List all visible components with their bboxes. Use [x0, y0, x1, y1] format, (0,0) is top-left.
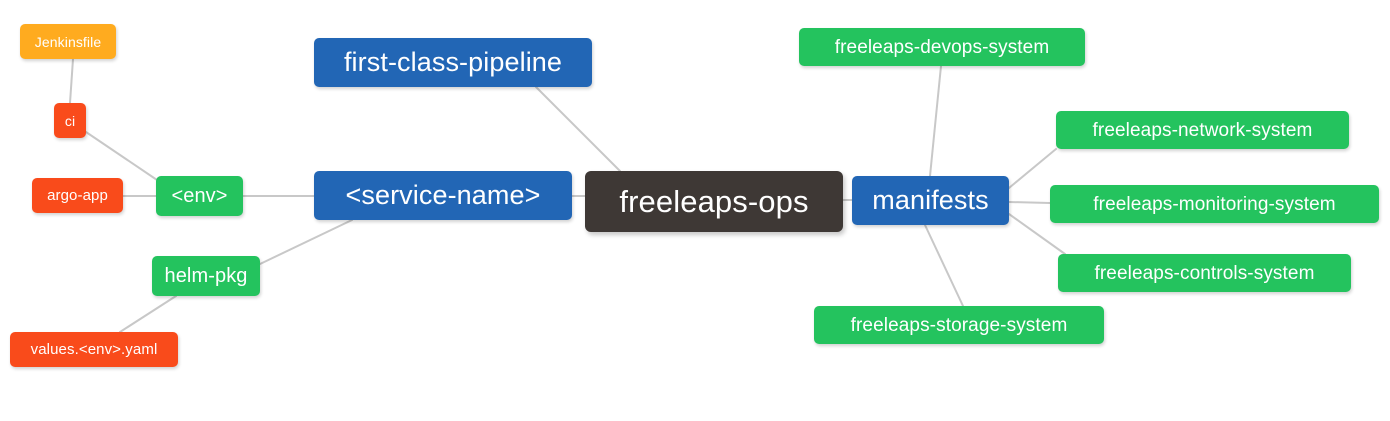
node-freeleaps-network-system[interactable]: freeleaps-network-system — [1056, 111, 1349, 149]
node-env[interactable]: <env> — [156, 176, 243, 216]
node-label: argo-app — [47, 187, 108, 204]
node-values-yaml[interactable]: values.<env>.yaml — [10, 332, 178, 367]
node-service-name[interactable]: <service-name> — [314, 171, 572, 220]
edge-manifests-to-freeleaps-network-system — [1008, 148, 1057, 189]
node-label: freeleaps-storage-system — [850, 314, 1068, 336]
node-label: <service-name> — [345, 180, 541, 210]
node-freeleaps-ops[interactable]: freeleaps-ops — [585, 171, 843, 232]
node-first-class-pipeline[interactable]: first-class-pipeline — [314, 38, 592, 87]
edge-manifests-to-freeleaps-monitoring-system — [1008, 201, 1051, 204]
node-label: freeleaps-monitoring-system — [1093, 193, 1336, 215]
node-freeleaps-storage-system[interactable]: freeleaps-storage-system — [814, 306, 1104, 344]
node-label: Jenkinsfile — [34, 33, 102, 50]
edge-first-class-pipeline-to-freeleaps-ops — [535, 86, 621, 172]
edge-manifests-to-freeleaps-storage-system — [924, 224, 964, 307]
edge-ci-to-env — [85, 131, 161, 183]
edge-jenkinsfile-to-ci — [69, 58, 74, 104]
node-label: helm-pkg — [164, 265, 248, 287]
node-label: freeleaps-devops-system — [834, 36, 1050, 58]
node-label: <env> — [171, 185, 228, 207]
node-jenkinsfile[interactable]: Jenkinsfile — [20, 24, 116, 59]
node-label: manifests — [872, 185, 989, 215]
node-label: freeleaps-controls-system — [1094, 262, 1315, 284]
node-label: values.<env>.yaml — [30, 341, 158, 358]
node-freeleaps-controls-system[interactable]: freeleaps-controls-system — [1058, 254, 1351, 292]
node-ci[interactable]: ci — [54, 103, 86, 138]
node-helm-pkg[interactable]: helm-pkg — [152, 256, 260, 296]
node-freeleaps-devops-system[interactable]: freeleaps-devops-system — [799, 28, 1085, 66]
edge-freeleaps-devops-system-to-manifests — [929, 65, 942, 177]
node-argo-app[interactable]: argo-app — [32, 178, 123, 213]
node-label: first-class-pipeline — [343, 47, 563, 77]
edge-helm-pkg-to-service-name — [259, 219, 353, 265]
edge-values-yaml-to-helm-pkg — [119, 295, 177, 333]
node-label: ci — [64, 112, 76, 129]
node-label: freeleaps-network-system — [1092, 119, 1313, 141]
node-label: freeleaps-ops — [619, 184, 809, 219]
node-manifests[interactable]: manifests — [852, 176, 1009, 225]
node-freeleaps-monitoring-system[interactable]: freeleaps-monitoring-system — [1050, 185, 1379, 223]
